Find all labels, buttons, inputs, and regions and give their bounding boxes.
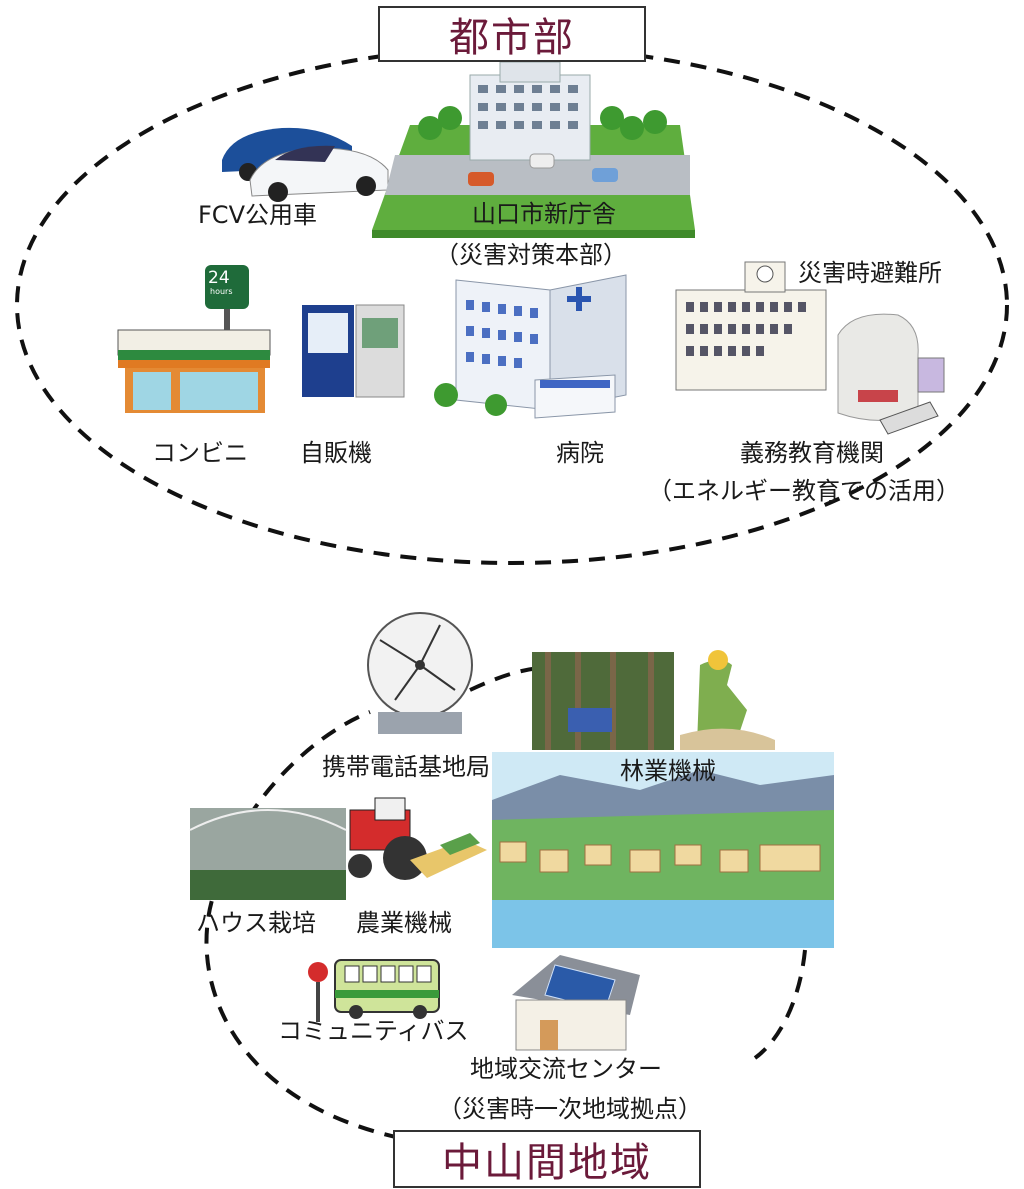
label-conbini: コンビニ xyxy=(152,439,248,467)
school-icon xyxy=(675,261,827,391)
label-school-sub: （エネルギー教育での活用） xyxy=(648,477,960,505)
store-icon xyxy=(117,265,271,413)
satellite-dish-icon xyxy=(367,612,473,734)
label-school: 義務教育機関 xyxy=(740,439,884,467)
rural-boundary-right xyxy=(753,949,807,1060)
bus-icon xyxy=(308,959,440,1022)
rural-title: 中山間地域 xyxy=(393,1130,701,1188)
label-bus: コミュニティバス xyxy=(278,1017,469,1045)
tractor-icon xyxy=(348,797,487,880)
hospital-icon xyxy=(434,274,627,419)
label-center-sub: （災害時一次地域拠点） xyxy=(438,1095,702,1123)
greenhouse-photo xyxy=(189,808,347,900)
label-center: 地域交流センター xyxy=(470,1055,662,1083)
label-forestry: 林業機械 xyxy=(620,757,716,785)
label-greenhouse: ハウス栽培 xyxy=(196,909,316,937)
vending-machine-icon xyxy=(302,304,405,398)
rural-boundary xyxy=(204,710,401,1140)
forestry-photo xyxy=(532,650,775,750)
label-city-hall-sub: （災害対策本部） xyxy=(435,241,627,269)
rural-boundary-top xyxy=(469,666,541,692)
city-hall-icon xyxy=(372,61,695,238)
label-hospital: 病院 xyxy=(556,439,604,467)
car-icon xyxy=(222,127,389,202)
label-tower: 携帯電話基地局 xyxy=(322,753,490,781)
store-sign-hours: hours xyxy=(210,287,233,296)
label-city-hall: 山口市新庁舎 xyxy=(472,200,616,228)
emergency-bag-icon xyxy=(837,313,945,435)
label-fcv: FCV公用車 xyxy=(198,201,317,229)
label-shelter: 災害時避難所 xyxy=(798,259,942,287)
label-agri: 農業機械 xyxy=(356,909,452,937)
label-vending: 自販機 xyxy=(300,439,372,467)
store-sign-number: 24 xyxy=(208,268,230,288)
house-solar-icon xyxy=(512,955,640,1051)
urban-title: 都市部 xyxy=(378,6,646,62)
